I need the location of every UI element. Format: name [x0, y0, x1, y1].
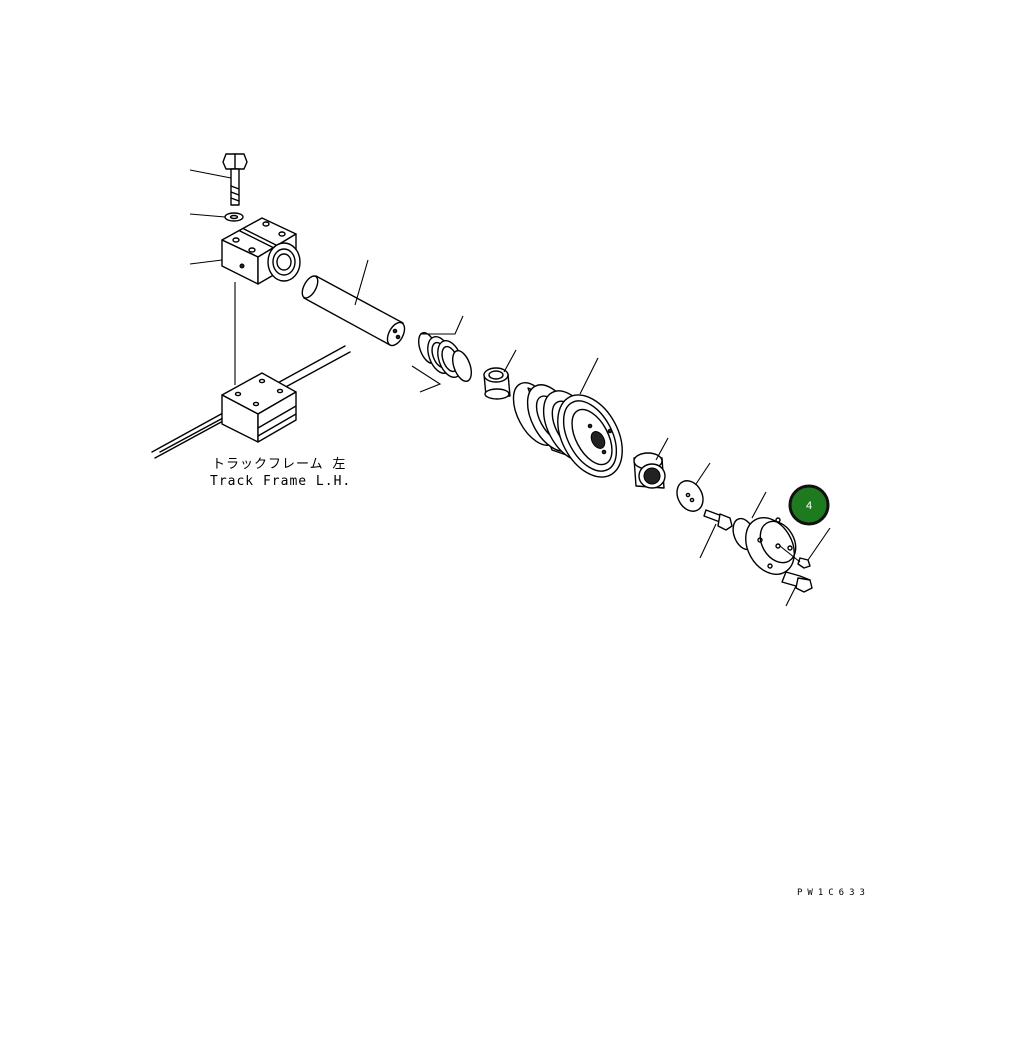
track-roller	[512, 382, 623, 478]
leader-cover-bolt	[785, 585, 797, 607]
bushing-right	[633, 452, 666, 489]
leader-bracket	[189, 259, 223, 265]
leader-thrust-plate	[695, 462, 711, 485]
leader-bolt-small	[807, 527, 831, 561]
thrust-plate	[676, 480, 704, 512]
leader-washer	[189, 213, 226, 218]
leader-bolt-top	[189, 169, 232, 179]
bolt-small	[797, 557, 811, 569]
leader-seal-top	[421, 315, 464, 335]
leader-seal-bottom	[411, 365, 442, 393]
bolt-top	[222, 153, 248, 206]
washer	[224, 212, 244, 222]
drawing-code: PW1C633	[797, 888, 870, 898]
shaft	[301, 275, 406, 347]
track-frame-lh	[151, 345, 351, 459]
cover-bolt	[781, 571, 813, 593]
frame-label-jp: トラックフレーム 左	[212, 457, 346, 472]
bushing-left	[483, 367, 511, 400]
leader-bushing-right	[655, 437, 669, 461]
bracket-block	[221, 217, 301, 285]
plug-fitting	[703, 509, 733, 531]
leader-bushing-left	[503, 349, 517, 373]
callout-4-number: 4	[806, 500, 812, 512]
floating-seal-set	[418, 332, 472, 382]
leader-cover-to-bolt	[779, 545, 801, 563]
end-cover	[745, 517, 797, 575]
leader-shaft	[354, 259, 369, 306]
leader-plug	[699, 523, 717, 559]
leader-o-ring	[751, 491, 767, 519]
callout-4[interactable]: 4	[788, 484, 830, 526]
frame-label-en: Track Frame L.H.	[210, 474, 351, 489]
leader-roller	[579, 357, 599, 395]
